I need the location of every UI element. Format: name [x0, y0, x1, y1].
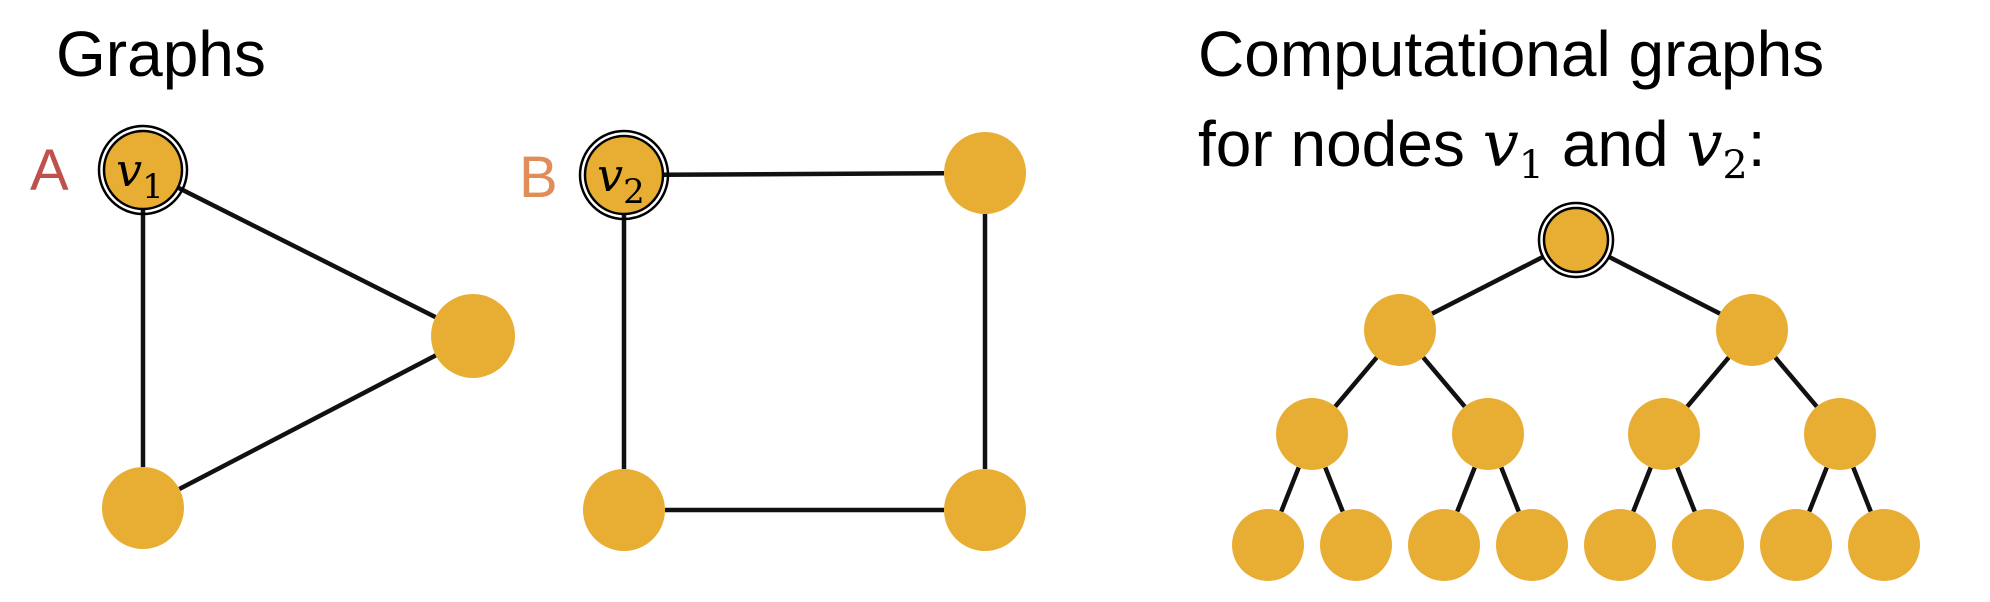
graph-b-node: [944, 132, 1026, 214]
computational-graph-edge: [1851, 466, 1873, 513]
computational-graph-node: [1628, 398, 1700, 470]
computational-graph-node: [1848, 509, 1920, 581]
computational-graph-node: [1672, 509, 1744, 581]
computational-graph-node: [1496, 509, 1568, 581]
computational-graph-edge: [1499, 466, 1521, 513]
computational-graphs-subtitle: for nodes v1 and v2:: [1198, 112, 1766, 186]
graph-b-node-label: v2: [597, 148, 645, 212]
computational-graph-node: [1320, 509, 1392, 581]
graph-b-node-v2-outer-ring: [578, 129, 670, 221]
computational-graph-edge: [1455, 466, 1477, 513]
computational-graph-edge: [1675, 466, 1697, 513]
computational-graph-node: [1408, 509, 1480, 581]
subtitle-suffix: :: [1747, 108, 1766, 180]
graph-b-node-v2: [583, 134, 665, 216]
graph-a-tag: A: [30, 138, 69, 203]
graph-b-node: [583, 469, 665, 551]
graph-a-node-label: v1: [116, 143, 164, 207]
computational-graph-edge: [1773, 356, 1819, 408]
subtitle-v2-sub: 2: [1722, 142, 1748, 189]
subtitle-v1-base: v: [1482, 108, 1519, 182]
graph-a-edge: [177, 185, 437, 320]
graph-b: v2 B: [519, 129, 1026, 551]
computational-graph-edge: [1807, 466, 1829, 513]
graph-a-node: [431, 294, 515, 378]
subtitle-and: and: [1544, 108, 1687, 180]
computational-graph-edge: [1607, 254, 1721, 316]
computational-graphs-title: Computational graphs: [1198, 18, 1825, 90]
subtitle-v2: v2: [1686, 108, 1747, 186]
computational-graph-node: [1364, 294, 1436, 366]
computational-graph-edge: [1431, 254, 1545, 316]
computational-graph-node: [1804, 398, 1876, 470]
graph-a-node-v1-outer-ring: [97, 124, 189, 216]
computational-graph-node: [1760, 509, 1832, 581]
computational-graph-root: [1542, 206, 1610, 274]
computational-graph-node: [1716, 294, 1788, 366]
graph-a: v1 A: [30, 124, 515, 549]
computational-graph-edge: [1685, 356, 1731, 408]
subtitle-v1-sub: 1: [1518, 142, 1545, 189]
graph-a-node: [102, 467, 184, 549]
graph-b-edge: [663, 170, 945, 178]
computational-graph-node: [1276, 398, 1348, 470]
computational-graph-edge: [1421, 356, 1467, 408]
computational-graph-root-outer-ring: [1537, 201, 1615, 279]
graph-b-node: [944, 469, 1026, 551]
computational-graph-node: [1584, 509, 1656, 581]
computational-graph-edge: [1333, 356, 1379, 408]
computational-graph-node: [1232, 509, 1304, 581]
graphs-title: Graphs: [56, 18, 266, 90]
computational-graph-edge: [1279, 466, 1301, 513]
computational-graph-edge: [1631, 466, 1653, 513]
computational-graph: [1232, 201, 1920, 581]
subtitle-prefix: for nodes: [1198, 108, 1483, 180]
graph-b-tag: B: [519, 145, 558, 210]
subtitle-v2-base: v: [1686, 108, 1723, 182]
graph-a-edge: [178, 353, 437, 492]
computational-graph-node: [1452, 398, 1524, 470]
subtitle-v1: v1: [1482, 108, 1544, 186]
computational-graph-edge: [1323, 466, 1345, 513]
graph-a-node-v1: [102, 129, 184, 211]
